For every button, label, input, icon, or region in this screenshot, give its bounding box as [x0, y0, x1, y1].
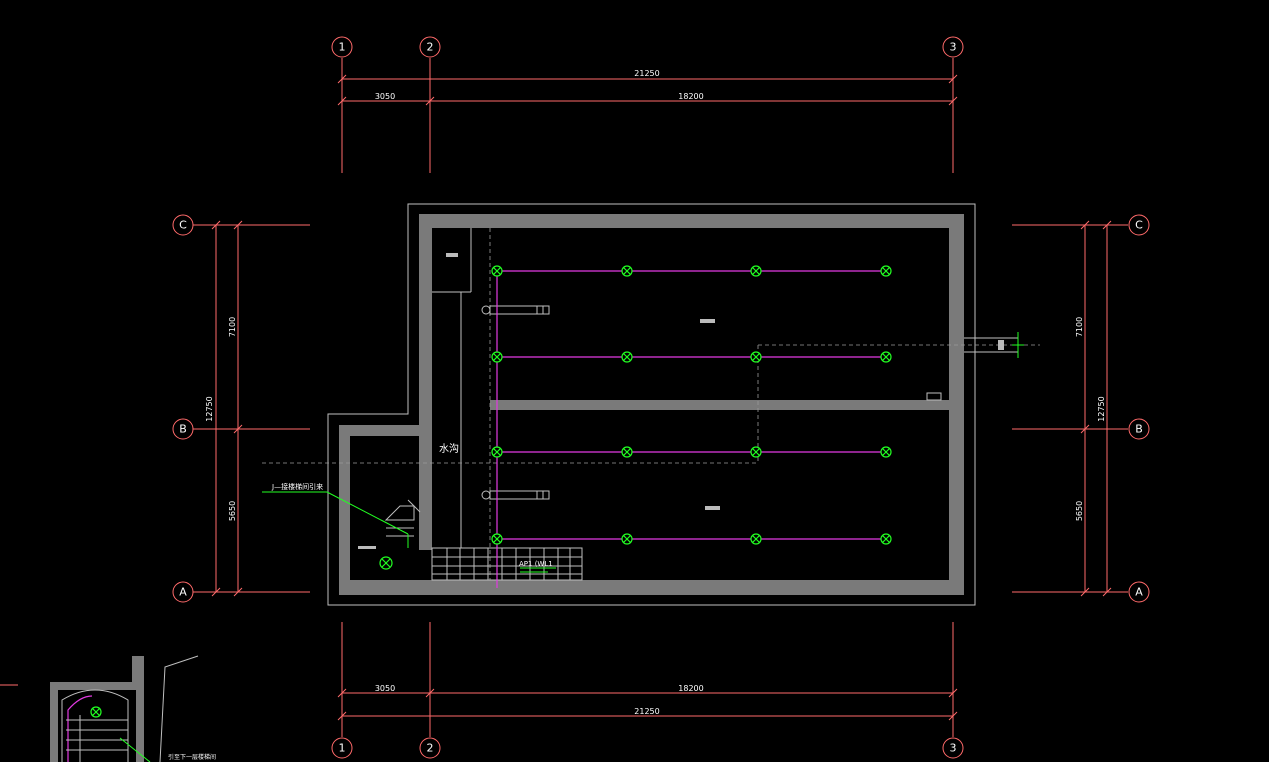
axis-bubble-c-right: C	[1135, 219, 1143, 232]
water-trench-label: 水沟	[439, 442, 459, 455]
ceiling-light-icon	[880, 351, 892, 363]
axis-bubbles: 1 2 3 1 2 3 C B A C B A	[172, 36, 1150, 759]
axis-bubble-1-bottom: 1	[339, 742, 346, 755]
light-fixtures	[491, 265, 892, 545]
dimension-lines	[211, 74, 1112, 721]
dim-bottom-total: 21250	[634, 707, 659, 716]
axis-bubble-3-top: 3	[950, 41, 957, 54]
lighting-wiring	[496, 270, 886, 588]
axis-grid	[193, 58, 1128, 737]
ceiling-light-icon	[621, 533, 633, 545]
walls	[339, 214, 964, 595]
dim-top-seg2: 18200	[678, 92, 703, 101]
ceiling-light-icon	[491, 533, 503, 545]
axis-bubble-c-left: C	[179, 219, 187, 232]
axis-bubble-b-right: B	[1135, 423, 1143, 436]
interior-lines	[262, 228, 1040, 581]
dim-bottom-seg1: 3050	[375, 684, 395, 693]
ceiling-light-icon	[491, 265, 503, 277]
ceiling-light-icon	[880, 446, 892, 458]
ceiling-light-icon	[750, 265, 762, 277]
dim-right-lower: 5650	[1075, 501, 1084, 521]
dim-bottom-seg2: 18200	[678, 684, 703, 693]
ceiling-light-icon	[491, 446, 503, 458]
axis-bubble-b-left: B	[179, 423, 187, 436]
dim-right-upper: 7100	[1075, 317, 1084, 337]
dim-top-seg1: 3050	[375, 92, 395, 101]
ceiling-light-icon	[880, 265, 892, 277]
axis-bubble-2-top: 2	[427, 41, 434, 54]
ceiling-light-icon	[750, 351, 762, 363]
dim-left-total: 12750	[205, 396, 214, 421]
dim-left-lower: 5650	[228, 501, 237, 521]
axis-bubble-3-bottom: 3	[950, 742, 957, 755]
ceiling-light-icon	[491, 351, 503, 363]
axis-bubble-a-right: A	[1135, 586, 1143, 599]
dim-left-upper: 7100	[228, 317, 237, 337]
axis-bubble-1-top: 1	[339, 41, 346, 54]
axis-bubble-2-bottom: 2	[427, 742, 434, 755]
axis-bubble-a-left: A	[179, 586, 187, 599]
dim-right-total: 12750	[1097, 396, 1106, 421]
ceiling-light-icon	[621, 265, 633, 277]
inset-label: 引至下一层楼梯间	[168, 753, 216, 761]
ceiling-light-icon	[750, 533, 762, 545]
ceiling-light-icon	[621, 446, 633, 458]
room-tags	[358, 253, 1004, 549]
dim-top-total: 21250	[634, 69, 659, 78]
inset-detail: 引至下一层楼梯间	[0, 655, 216, 762]
panel-label: AP1 (WL1	[519, 560, 553, 568]
exit-fixture	[379, 556, 393, 570]
building-outline	[327, 203, 976, 606]
leader-lines	[262, 491, 556, 573]
ceiling-light-icon	[880, 533, 892, 545]
ceiling-light-icon	[621, 351, 633, 363]
leader-text: J—接楼梯间引来	[271, 482, 323, 491]
ceiling-light-icon	[750, 446, 762, 458]
